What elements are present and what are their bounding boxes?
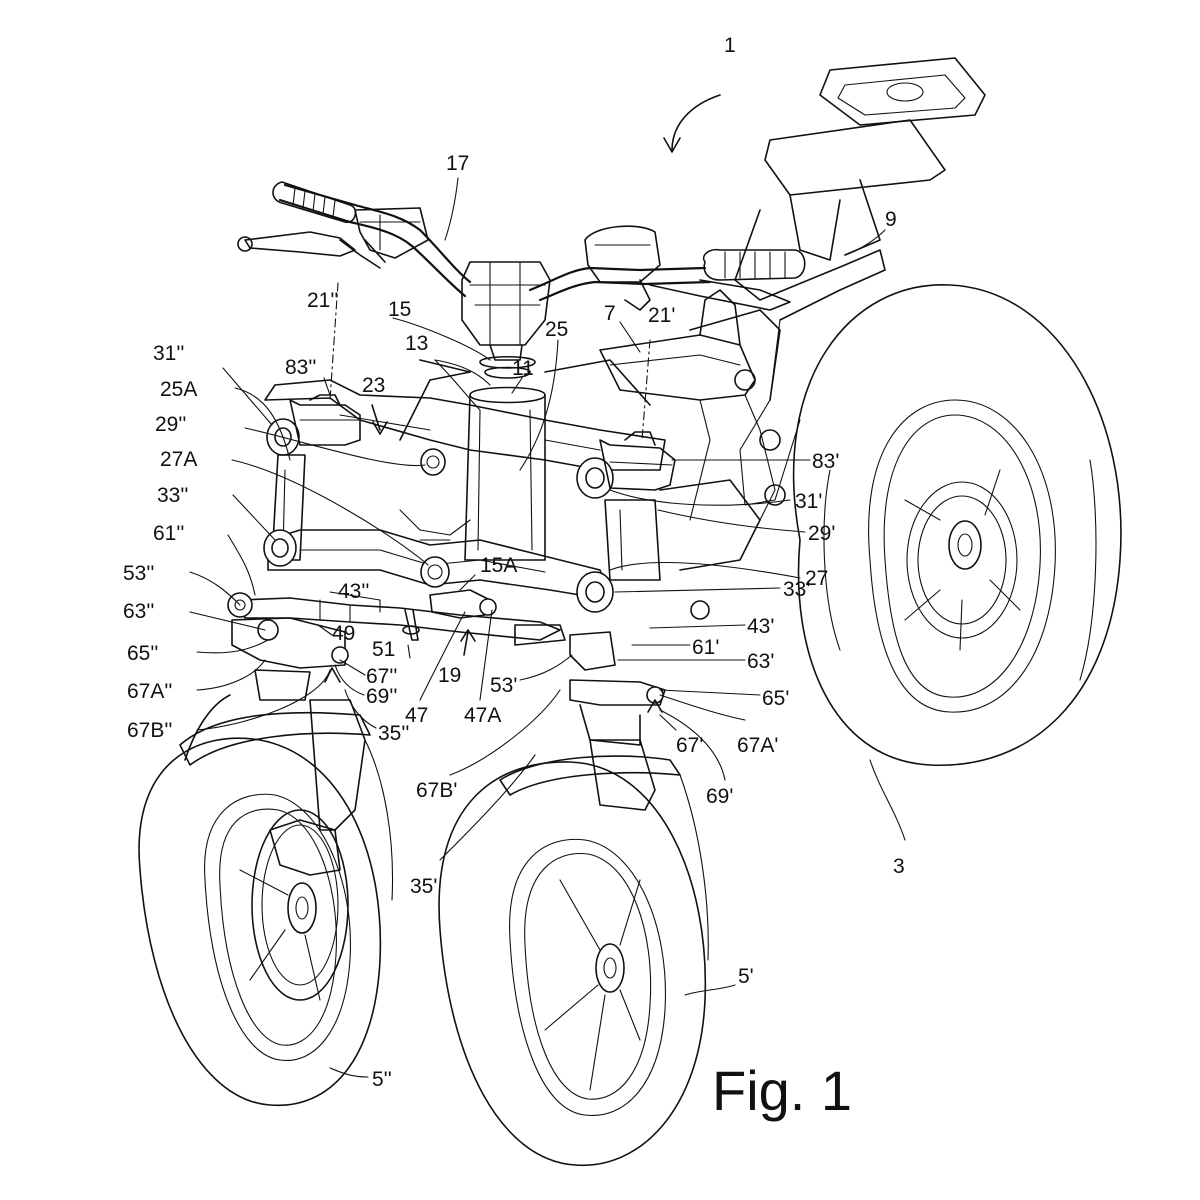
label-65dd: 65'' xyxy=(127,642,158,665)
label-67dd: 67'' xyxy=(366,665,397,688)
label-27: 27 xyxy=(805,567,828,590)
label-61d: 61' xyxy=(692,636,719,659)
label-67Ad: 67A' xyxy=(737,734,778,757)
rear-wheel-3 xyxy=(792,284,1122,766)
front-left-fork xyxy=(179,694,394,901)
label-35d: 35' xyxy=(410,875,437,898)
label-33dd: 33'' xyxy=(157,484,188,507)
main-frame-7 xyxy=(399,289,786,620)
steering-linkage xyxy=(227,589,566,646)
upper-cross-member-25 xyxy=(264,379,666,499)
front-wheel-5dd xyxy=(138,737,382,1107)
label-33d: 33' xyxy=(783,578,810,601)
front-wheel-5d xyxy=(438,739,709,1167)
label-67Bdd: 67B'' xyxy=(127,719,172,742)
label-43d: 43' xyxy=(747,615,774,638)
label-11: 11 xyxy=(512,357,534,380)
lower-cross-member-27 xyxy=(263,509,614,613)
label-29dd: 29'' xyxy=(155,413,186,436)
label-15A: 15A xyxy=(480,554,517,577)
label-49: 49 xyxy=(332,622,355,645)
label-69d: 69' xyxy=(706,785,733,808)
label-25A: 25A xyxy=(160,378,197,401)
leader-lines xyxy=(189,94,906,1078)
label-23: 23 xyxy=(362,374,385,397)
label-21dd: 21'' xyxy=(307,289,338,312)
reference-labels: 1 17 9 15 25 7 21' 21'' 13 11 83'' 31'' … xyxy=(123,34,905,1091)
label-67Bd: 67B' xyxy=(416,779,457,802)
label-5d: 5' xyxy=(738,965,754,988)
suspension-towers xyxy=(289,394,676,491)
label-35dd: 35'' xyxy=(378,722,409,745)
label-1: 1 xyxy=(724,34,736,57)
label-21d: 21' xyxy=(648,304,675,327)
wheel-supports xyxy=(231,617,666,746)
handlebar-17 xyxy=(237,181,806,311)
label-17: 17 xyxy=(446,152,469,175)
figure-caption: Fig. 1 xyxy=(712,1059,852,1122)
rear-subframe-9 xyxy=(689,57,986,506)
label-53d: 53' xyxy=(490,674,517,697)
label-83dd: 83'' xyxy=(285,356,316,379)
label-13: 13 xyxy=(405,332,428,355)
label-29d: 29' xyxy=(808,522,835,545)
label-25: 25 xyxy=(545,318,568,341)
label-51: 51 xyxy=(372,638,395,661)
label-3: 3 xyxy=(893,855,905,878)
label-47: 47 xyxy=(405,704,428,727)
label-67Add: 67A'' xyxy=(127,680,172,703)
label-69dd: 69'' xyxy=(366,685,397,708)
label-65d: 65' xyxy=(762,687,789,710)
label-63dd: 63'' xyxy=(123,600,154,623)
steering-head xyxy=(461,261,551,561)
label-43dd: 43'' xyxy=(338,580,369,603)
label-19: 19 xyxy=(438,664,461,687)
label-61dd: 61'' xyxy=(153,522,184,545)
label-31d: 31' xyxy=(795,490,822,513)
label-9: 9 xyxy=(885,208,897,231)
label-15: 15 xyxy=(388,298,411,321)
label-7: 7 xyxy=(604,302,616,325)
label-53dd: 53'' xyxy=(123,562,154,585)
label-47A: 47A xyxy=(464,704,501,727)
label-67d: 67' xyxy=(676,734,703,757)
label-83d: 83' xyxy=(812,450,839,473)
label-63d: 63' xyxy=(747,650,774,673)
label-5dd: 5'' xyxy=(372,1068,392,1091)
label-31dd: 31'' xyxy=(153,342,184,365)
label-27A: 27A xyxy=(160,448,197,471)
